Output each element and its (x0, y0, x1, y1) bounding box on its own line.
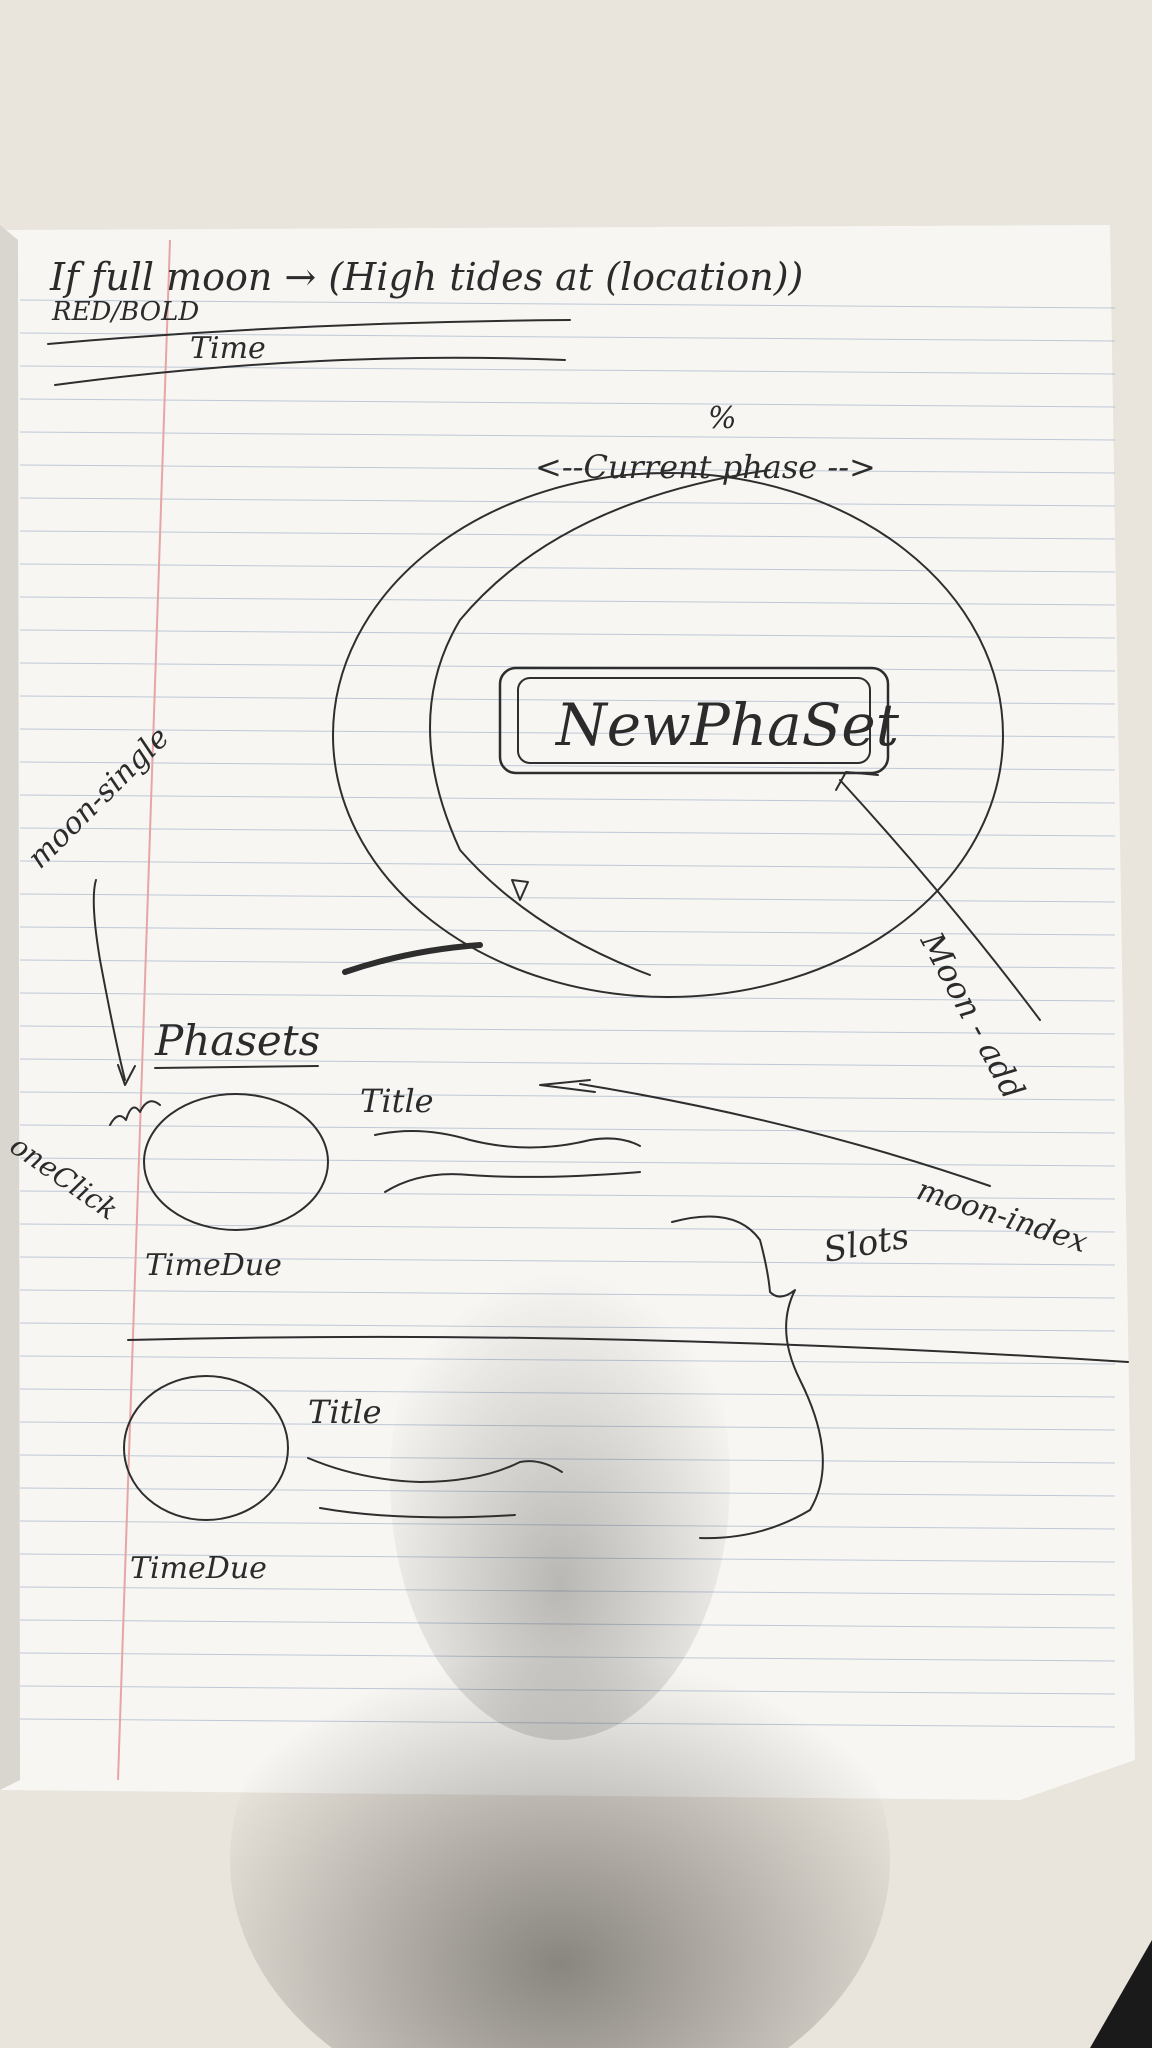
rule-lines (19, 299, 1116, 1728)
phaset-1-title: Title (360, 1082, 434, 1120)
hand-shadow (230, 1600, 890, 2048)
phasets-heading: Phasets (154, 1016, 320, 1065)
rule-line (19, 1124, 1116, 1134)
full-moon-note: If full moon → (High tides at (location)… (49, 255, 803, 299)
slots-brace (671, 1215, 824, 1540)
phaset-2-circle[interactable] (123, 1375, 289, 1521)
time-label: Time (190, 331, 266, 366)
moon-index-arrowhead (539, 1079, 596, 1093)
rule-line (19, 992, 1116, 1002)
moon-circle (332, 472, 1004, 998)
moon-index-arrow (579, 1083, 991, 1187)
header-underline-2 (54, 356, 566, 386)
rule-line (19, 1190, 1116, 1200)
moon-crescent-curve (429, 469, 771, 976)
moon-single-arrow (92, 879, 126, 1081)
rule-line (19, 1058, 1116, 1068)
header-underline-1 (47, 319, 571, 345)
rule-line (19, 365, 1116, 375)
rule-line (19, 563, 1116, 573)
rule-line (19, 1157, 1116, 1167)
rule-line (19, 860, 1116, 870)
pencil-smudge (342, 942, 483, 975)
phaset-1-time-due: TimeDue (145, 1248, 282, 1283)
rule-line (19, 464, 1116, 474)
moon-add-arrow (839, 779, 1041, 1021)
phaset-1-line-2 (384, 1171, 641, 1193)
rule-line (19, 431, 1116, 441)
moon-add-arrowhead (835, 771, 879, 791)
rule-line (19, 794, 1116, 804)
rule-line (19, 893, 1116, 903)
binding-edge (0, 225, 20, 1790)
rule-line (19, 629, 1116, 639)
rule-line (19, 497, 1116, 507)
rule-line (19, 695, 1116, 705)
rule-line (19, 398, 1116, 408)
table-corner-dark (1090, 1940, 1152, 2048)
phasets-heading-underline (154, 1065, 319, 1069)
rule-line (19, 827, 1116, 837)
one-click-squiggle (109, 1100, 161, 1126)
phaset-1-line-1 (374, 1130, 641, 1149)
rule-line (19, 1091, 1116, 1101)
rule-line (19, 596, 1116, 606)
style-note: RED/BOLD (51, 297, 199, 327)
phaset-2-time-due: TimeDue (130, 1551, 267, 1586)
moon-single-arrowhead (117, 1064, 136, 1086)
rule-line (19, 530, 1116, 540)
moon-crescent-arrow (511, 879, 529, 901)
new-phaset-button-inner (517, 677, 871, 764)
rule-line (19, 959, 1116, 969)
hand-shadow-upper (390, 1220, 730, 1740)
rule-line (19, 728, 1116, 738)
percent-label: % (708, 401, 737, 436)
phaset-2-title: Title (308, 1393, 382, 1431)
phaset-1-circle[interactable] (143, 1093, 329, 1231)
new-phaset-button[interactable] (498, 666, 890, 775)
rule-line (19, 1025, 1116, 1035)
rule-line (19, 299, 1116, 309)
rule-line (19, 926, 1116, 936)
margin-line (117, 239, 171, 1781)
rule-line (19, 332, 1116, 342)
notebook-page (0, 225, 1135, 1800)
new-phaset-button-label: NewPhaSet (554, 691, 900, 759)
rule-line (19, 761, 1116, 771)
